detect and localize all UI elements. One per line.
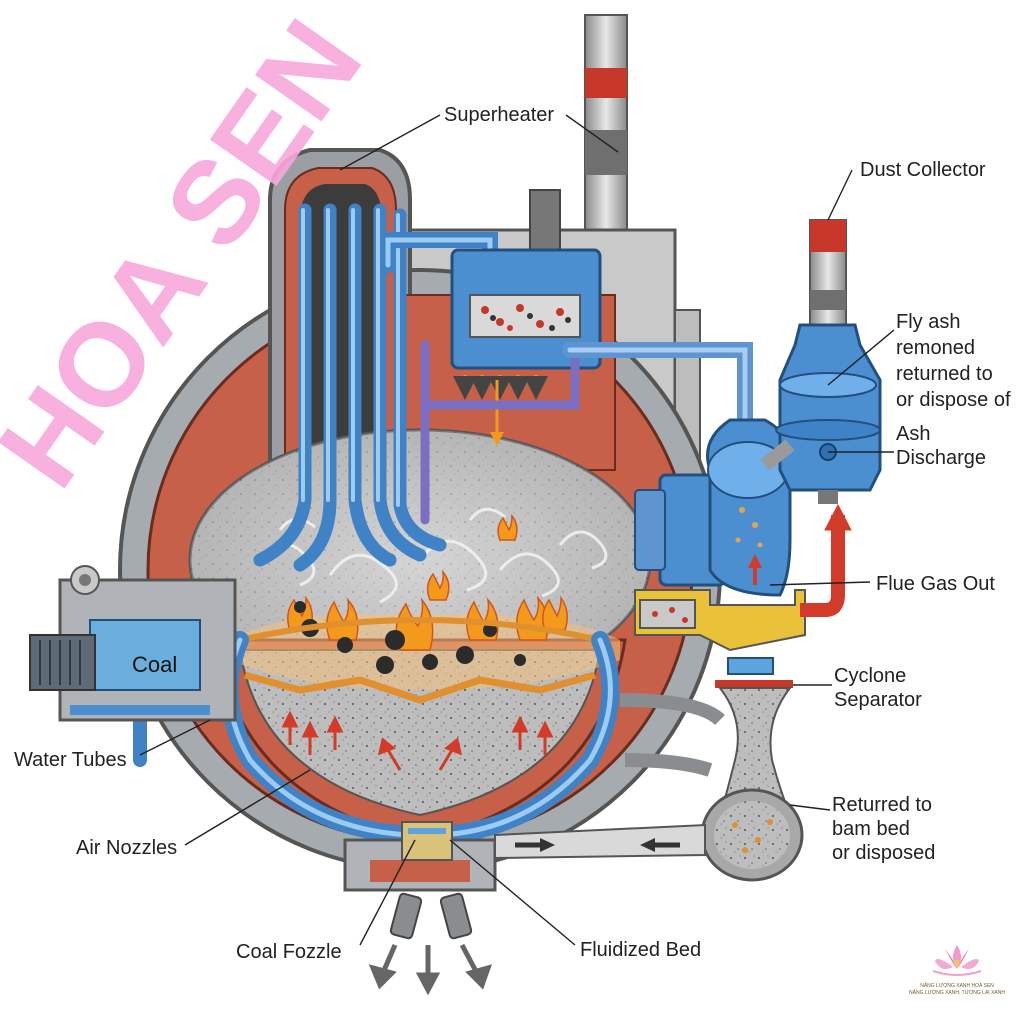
main-stack [584,14,628,251]
gas-duct [420,340,580,525]
label-coal-fozzle: Coal Fozzle [236,941,342,963]
air-flow-arrows [281,710,554,771]
label-superheater: Superheater [444,104,554,126]
dust-collector [760,323,882,504]
label-air-nozzles: Air Nozzles [76,837,177,859]
label-cyclone-separator-1: Cyclone [834,665,906,687]
cyclone-feed-pipe [562,342,753,428]
lotus-icon [932,945,982,976]
label-ash-discharge-2: Discharge [896,447,986,469]
label-fluidized-bed: Fluidized Bed [580,939,701,961]
dust-collector-stack [809,219,847,326]
label-returned-3: or disposed [832,842,935,864]
label-coal: Coal [132,652,177,677]
return-pipe [494,693,725,860]
label-cyclone-separator-2: Separator [834,689,922,711]
label-flue-gas-out: Flue Gas Out [876,573,995,595]
label-ash-discharge-1: Ash [896,423,930,445]
logo-name: NĂNG LƯỢNG XANH HOA SEN [920,982,994,989]
label-fly-ash-2: remoned [896,337,975,359]
lotus-logo: NĂNG LƯỢNG XANH HOA SEN NĂNG LƯỢNG XANH,… [909,945,1005,996]
label-fly-ash-1: Fly ash [896,311,960,333]
logo-tagline: NĂNG LƯỢNG XANH, TƯƠNG LAI XANH [909,989,1005,996]
bed-plate [239,617,601,704]
coal-nozzles [389,892,473,940]
leader-lines [139,114,895,946]
air-nozzle-block [343,821,497,996]
label-dust-collector: Dust Collector [860,159,986,181]
flue-gas-pipe [800,503,852,617]
label-fly-ash-3: returned to [896,363,993,385]
label-water-tubes: Water Tubes [14,749,127,771]
labels: Superheater Dust Collector Fly ash remon… [14,104,1011,963]
label-returned-1: Returred to [832,794,932,816]
flames [230,513,620,690]
steam-drum [450,189,602,446]
coal-feeder [29,565,237,722]
superheater-tubes [253,203,447,572]
label-fly-ash-4: or dispose of [896,389,1011,411]
label-returned-2: bam bed [832,818,910,840]
